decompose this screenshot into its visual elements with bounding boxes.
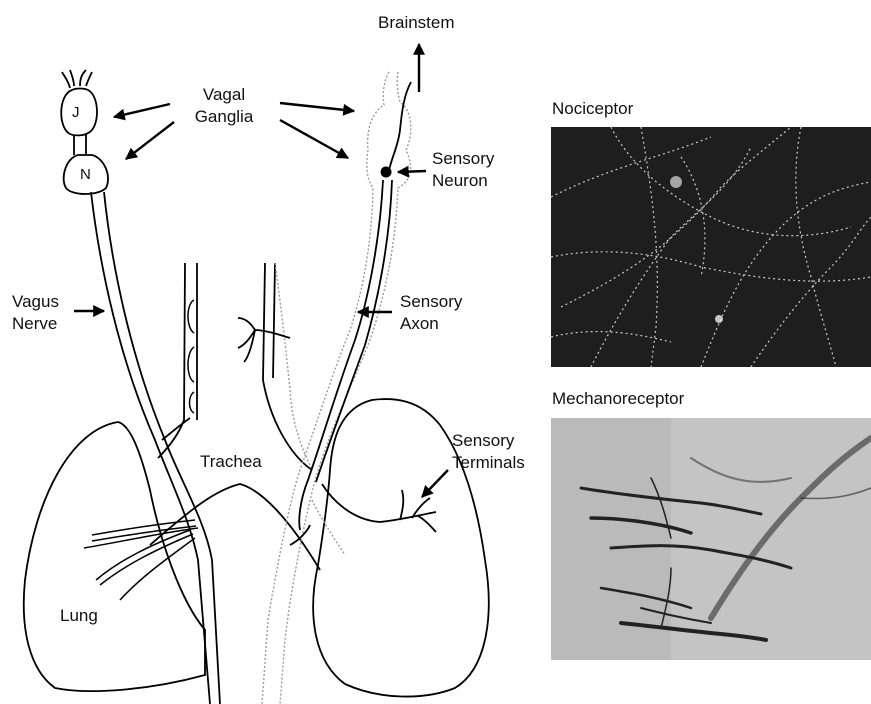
sensory-neuron-label-line1: Sensory — [432, 148, 494, 170]
sensory-neuron-label: Sensory Neuron — [432, 148, 494, 192]
vagus-nerve-label: Vagus Nerve — [12, 291, 59, 335]
ganglia-arrow-right-top — [280, 103, 354, 111]
brainstem-label: Brainstem — [378, 12, 455, 34]
nociceptor-title: Nociceptor — [552, 98, 633, 120]
sensory-neuron-soma — [381, 167, 392, 178]
right-vagus-nerve — [262, 72, 411, 704]
lung-label: Lung — [60, 605, 98, 627]
trachea-label: Trachea — [200, 451, 262, 473]
ganglia-arrow-j — [114, 104, 170, 117]
sensory-neuron-label-line2: Neuron — [432, 170, 494, 192]
vagal-anatomy-diagram — [0, 0, 560, 704]
vagus-nerve-label-line1: Vagus — [12, 291, 59, 313]
ganglia-arrow-n — [126, 122, 174, 159]
trachea — [150, 263, 320, 570]
sensory-terminals-label-line1: Sensory — [452, 430, 525, 452]
mechanoreceptor-terminals — [551, 418, 871, 660]
vagal-ganglia-label: Vagal Ganglia — [178, 84, 270, 128]
left-lung — [24, 422, 205, 691]
ganglion-j-letter: J — [72, 102, 80, 124]
sensory-terminals-label-line2: Terminals — [452, 452, 525, 474]
nociceptor-fibers — [551, 127, 871, 367]
mechanoreceptor-title: Mechanoreceptor — [552, 388, 684, 410]
sensory-terminals-label: Sensory Terminals — [452, 430, 525, 474]
sensory-axon-label-line1: Sensory — [400, 291, 462, 313]
sensory-axon-label: Sensory Axon — [400, 291, 462, 335]
mechanoreceptor-micrograph — [551, 418, 871, 660]
vagal-ganglia-label-line2: Ganglia — [178, 106, 270, 128]
vagal-ganglia-label-line1: Vagal — [178, 84, 270, 106]
ganglion-n-letter: N — [80, 164, 91, 186]
ganglia-arrow-right-bottom — [280, 120, 348, 158]
sensory-terminals-arrow — [422, 470, 448, 497]
nociceptor-micrograph — [551, 127, 871, 367]
sensory-axon-label-line2: Axon — [400, 313, 462, 335]
sensory-neuron-arrow — [398, 171, 426, 172]
vagus-nerve-label-line2: Nerve — [12, 313, 59, 335]
